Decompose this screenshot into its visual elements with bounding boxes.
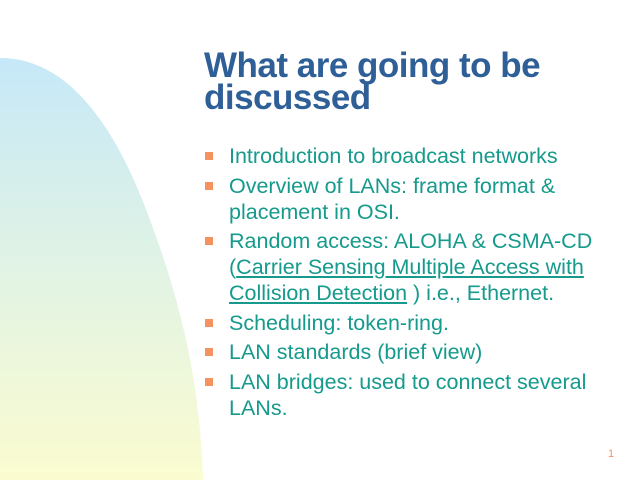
- slide-title: What are going to be discussed: [204, 46, 541, 117]
- list-item: LAN bridges: used to connect several LAN…: [204, 369, 624, 421]
- bullet-list: Introduction to broadcast networks Overv…: [204, 143, 624, 424]
- list-item: Introduction to broadcast networks: [204, 143, 624, 169]
- bullet-icon: [205, 318, 213, 327]
- csma-cd-link[interactable]: Carrier Sensing Multiple Access with Col…: [229, 255, 584, 305]
- bullet-icon: [205, 152, 213, 160]
- item-text: LAN standards (brief view): [229, 340, 483, 364]
- item-text: Scheduling: token-ring.: [229, 310, 449, 335]
- item-text: Introduction to broadcast networks: [229, 144, 558, 168]
- list-item: LAN standards (brief view): [204, 339, 624, 365]
- bullet-icon: [205, 237, 213, 245]
- bullet-icon: [205, 348, 213, 356]
- list-item: Random access: ALOHA & CSMA-CD (Carrier …: [204, 228, 624, 306]
- page-number: 1: [608, 448, 615, 460]
- list-item: Overview of LANs: frame format & placeme…: [204, 173, 624, 225]
- item-text: Random access: ALOHA & CSMA-CD (: [229, 229, 593, 279]
- item-text: ) i.e., Ethernet.: [407, 281, 555, 305]
- bullet-icon: [205, 377, 213, 386]
- item-text: Overview of LANs: frame format & placeme…: [229, 173, 556, 224]
- item-text: LAN bridges: used to connect several LAN…: [229, 369, 587, 420]
- bullet-icon: [205, 181, 213, 190]
- list-item: Scheduling: token-ring.: [204, 310, 624, 336]
